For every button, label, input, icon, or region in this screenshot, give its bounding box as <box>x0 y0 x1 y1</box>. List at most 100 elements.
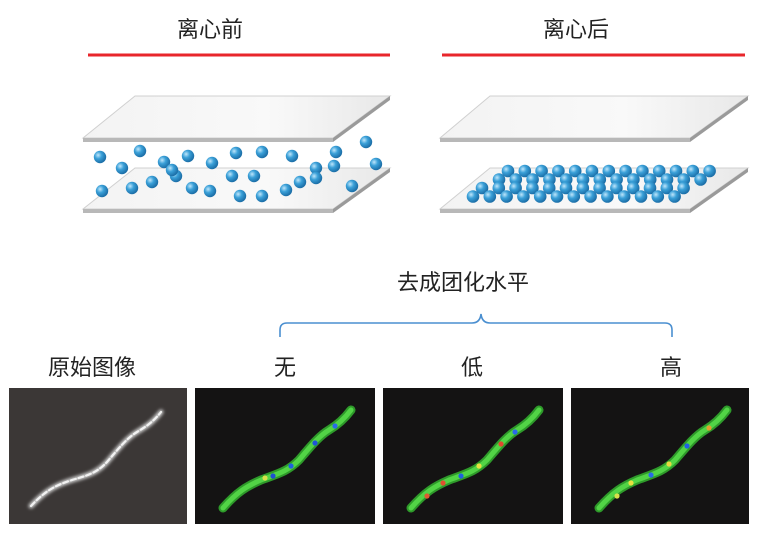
particle <box>509 181 522 195</box>
particle <box>203 184 217 198</box>
declumping-bracket <box>279 313 673 337</box>
particle <box>181 149 195 163</box>
particle <box>643 181 657 195</box>
particle <box>309 161 323 175</box>
particle <box>550 190 564 203</box>
particle <box>660 181 674 195</box>
particle <box>133 144 147 158</box>
particle <box>369 157 383 171</box>
fluorescent-spot <box>270 473 276 479</box>
after-top-plate <box>438 95 750 142</box>
fluorescent-spot <box>648 472 654 478</box>
level-high-label: 高 <box>660 356 683 381</box>
particle <box>501 164 515 178</box>
particle <box>255 189 269 203</box>
particle <box>634 190 648 203</box>
particle <box>466 190 480 203</box>
particle <box>576 181 590 195</box>
particle <box>677 181 690 195</box>
particle <box>293 175 307 189</box>
after-centrifugation-label: 离心后 <box>543 18 610 43</box>
particle <box>157 155 171 169</box>
particle <box>475 181 489 195</box>
fluorescent-spot <box>332 423 338 429</box>
particle <box>686 164 700 178</box>
particle <box>585 164 599 178</box>
particle <box>185 181 199 195</box>
level-high-panel <box>571 388 749 524</box>
particle <box>359 135 373 149</box>
fluorescent-spot <box>512 429 518 435</box>
fluorescent-spot <box>666 461 672 467</box>
particle <box>617 190 631 203</box>
fluorescent-spot <box>288 463 294 469</box>
before-top-plate <box>81 95 392 142</box>
particle <box>285 149 299 163</box>
fluorescent-spot <box>476 463 482 469</box>
particle <box>517 190 530 203</box>
original-image-label: 原始图像 <box>48 356 137 381</box>
particle <box>93 150 107 164</box>
level-low-panel <box>383 388 563 524</box>
particle <box>255 145 269 159</box>
particle <box>483 190 497 203</box>
particle <box>229 146 243 160</box>
particle <box>651 190 665 203</box>
particle <box>518 164 532 178</box>
particle <box>542 181 556 195</box>
particle <box>95 184 109 198</box>
particle <box>526 181 539 195</box>
fluorescent-spot <box>498 441 504 447</box>
particle <box>225 169 239 183</box>
particle <box>533 190 547 203</box>
particle <box>601 190 614 203</box>
particle <box>500 190 513 203</box>
cell <box>218 405 356 513</box>
fluorescent-spot <box>614 493 620 499</box>
fluorescent-spot <box>684 443 690 449</box>
particle <box>279 183 293 197</box>
particle <box>145 175 159 189</box>
fluorescent-spot <box>706 425 712 431</box>
particle <box>535 164 548 178</box>
particle <box>233 189 247 203</box>
before-centrifugation-label: 离心前 <box>177 18 244 43</box>
particle <box>669 164 683 178</box>
particle <box>668 190 681 203</box>
particle <box>652 164 666 178</box>
particle <box>593 181 606 195</box>
particle <box>694 173 707 186</box>
declumping-level-label: 去成团化水平 <box>397 271 530 296</box>
particle <box>619 164 632 178</box>
fluorescent-spot <box>424 493 430 499</box>
particle <box>552 164 565 178</box>
fluorescent-spot <box>458 473 464 479</box>
particle <box>610 181 623 195</box>
cell <box>406 405 544 513</box>
particle <box>636 164 649 178</box>
original-image-panel <box>9 388 187 524</box>
particle <box>247 169 261 183</box>
fluorescent-spot <box>312 440 318 446</box>
particle <box>703 164 716 178</box>
before-particles <box>93 135 383 203</box>
particle <box>125 181 139 195</box>
particle <box>584 190 597 203</box>
particle <box>559 181 573 195</box>
fluorescent-spot <box>262 475 268 481</box>
fluorescent-spot <box>440 480 446 486</box>
particle <box>567 190 581 203</box>
particle <box>602 164 616 178</box>
after-particles <box>466 164 716 203</box>
particle <box>568 164 582 178</box>
particle <box>345 179 359 193</box>
particle <box>626 181 640 195</box>
level-none-panel <box>195 388 375 524</box>
level-none-label: 无 <box>274 356 297 381</box>
particle <box>492 181 506 195</box>
particle <box>165 163 179 177</box>
cell <box>594 405 732 513</box>
particle <box>329 145 343 159</box>
fluorescent-spot <box>628 480 634 486</box>
